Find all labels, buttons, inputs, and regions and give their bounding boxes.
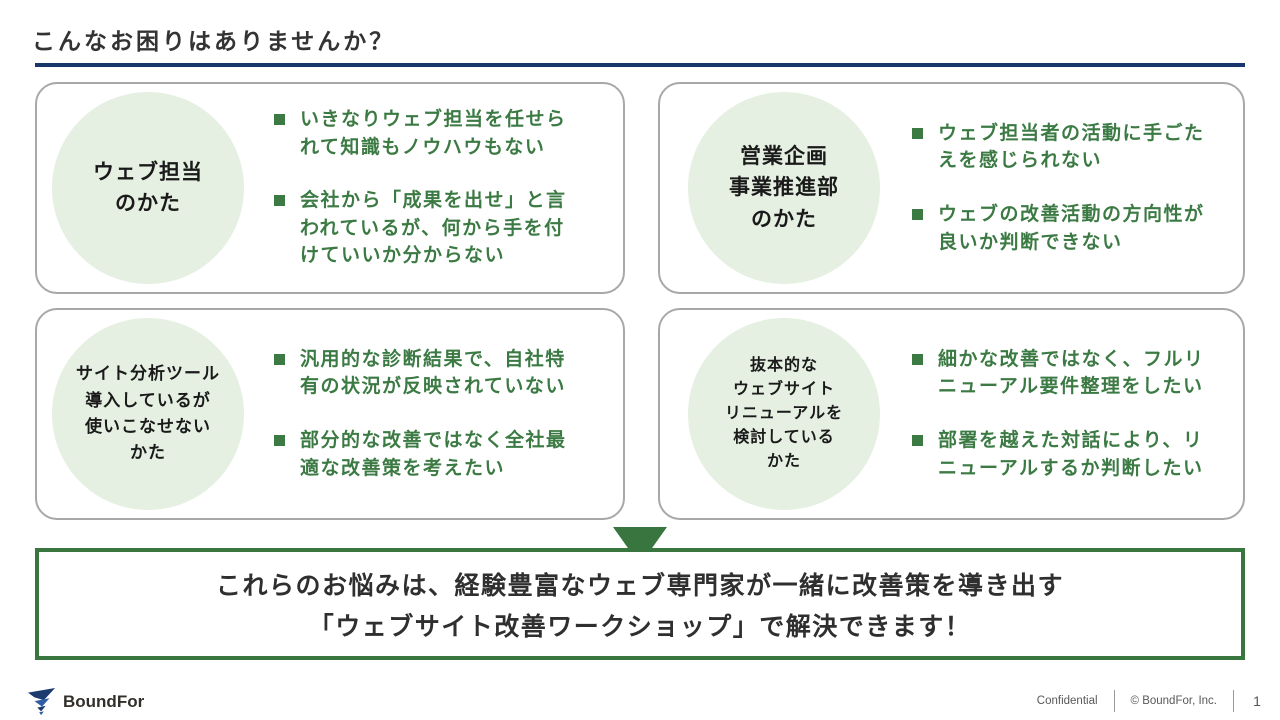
boundfor-logo-icon [28,688,56,716]
persona-circle: サイト分析ツール 導入しているが 使いこなせない かた [52,318,244,510]
persona-label: ウェブ担当 のかた [93,160,203,216]
square-bullet-icon [274,435,285,446]
list-item: いきなりウェブ担当を任せられて知識もノウハウもない [274,106,578,161]
logo-wordmark: BoundFor [63,692,145,711]
page-title: こんなお困りはありませんか？ [32,28,396,54]
list-item: 部分的な改善ではなく全社最適な改善策を考えたい [274,427,578,482]
confidential-label: Confidential [1036,695,1098,707]
square-bullet-icon [912,209,923,220]
conclusion-line-1: これらのお悩みは、経験豊富なウェブ専門家が一緒に改善策を導き出す [215,571,1064,600]
persona-circle: ウェブ担当 のかた [52,92,244,284]
list-item: 会社から「成果を出せ」と言われているが、何から手を付けていいか分からない [274,187,578,270]
square-bullet-icon [912,435,923,446]
footer-divider [1113,690,1115,712]
persona-circle: 営業企画 事業推進部 のかた [688,92,880,284]
pain-bullet-list: いきなりウェブ担当を任せられて知識もノウハウもない 会社から「成果を出せ」と言わ… [274,84,578,292]
persona-circle: 抜本的な ウェブサイト リニューアルを 検討している かた [688,318,880,510]
pain-card-analytics-tool: サイト分析ツール 導入しているが 使いこなせない かた 汎用的な診断結果で、自社… [35,308,625,520]
pain-bullet-list: ウェブ担当者の活動に手ごたえを感じられない ウェブの改善活動の方向性が良いか判断… [912,84,1216,292]
square-bullet-icon [274,114,285,126]
conclusion-box: これらのお悩みは、経験豊富なウェブ専門家が一緒に改善策を導き出す 「ウェブサイト… [35,548,1245,660]
pain-bullet-list: 汎用的な診断結果で、自社特有の状況が反映されていない 部分的な改善ではなく全社最… [274,310,578,518]
slide-footer: BoundFor Confidential © BoundFor, Inc. 1 [0,686,1280,720]
footer-meta: Confidential © BoundFor, Inc. 1 [1037,690,1264,712]
footer-divider [1233,690,1234,712]
boundfor-logo: BoundFor [28,688,144,716]
copyright-label: © BoundFor, Inc. [1130,695,1217,707]
title-underline [35,63,1245,67]
square-bullet-icon [274,353,285,365]
pain-bullet-list: 細かな改善ではなく、フルリニューアル要件整理をしたい 部署を越えた対話により、リ… [912,310,1216,518]
square-bullet-icon [912,353,923,365]
list-item: 細かな改善ではなく、フルリニューアル要件整理をしたい [912,346,1216,401]
persona-label: 抜本的な ウェブサイト リニューアルを 検討している かた [724,357,844,470]
pain-card-site-renewal: 抜本的な ウェブサイト リニューアルを 検討している かた 細かな改善ではなく、… [658,308,1245,520]
square-bullet-icon [912,127,923,139]
list-item: 汎用的な診断結果で、自社特有の状況が反映されていない [274,346,578,401]
pain-card-sales-planning: 営業企画 事業推進部 のかた ウェブ担当者の活動に手ごたえを感じられない ウェブ… [658,82,1245,294]
persona-label: 営業企画 事業推進部 のかた [729,144,839,231]
page-number: 1 [1253,693,1261,709]
square-bullet-icon [274,195,285,207]
persona-label: サイト分析ツール 導入しているが 使いこなせない かた [76,364,220,463]
list-item: 部署を越えた対話により、リニューアルするか判断したい [912,427,1216,482]
list-item: ウェブの改善活動の方向性が良いか判断できない [912,201,1216,256]
pain-card-web-tanto: ウェブ担当 のかた いきなりウェブ担当を任せられて知識もノウハウもない 会社から… [35,82,625,294]
list-item: ウェブ担当者の活動に手ごたえを感じられない [912,120,1216,175]
conclusion-line-2: 「ウェブサイト改善ワークショップ」で解決できます！ [308,612,972,641]
